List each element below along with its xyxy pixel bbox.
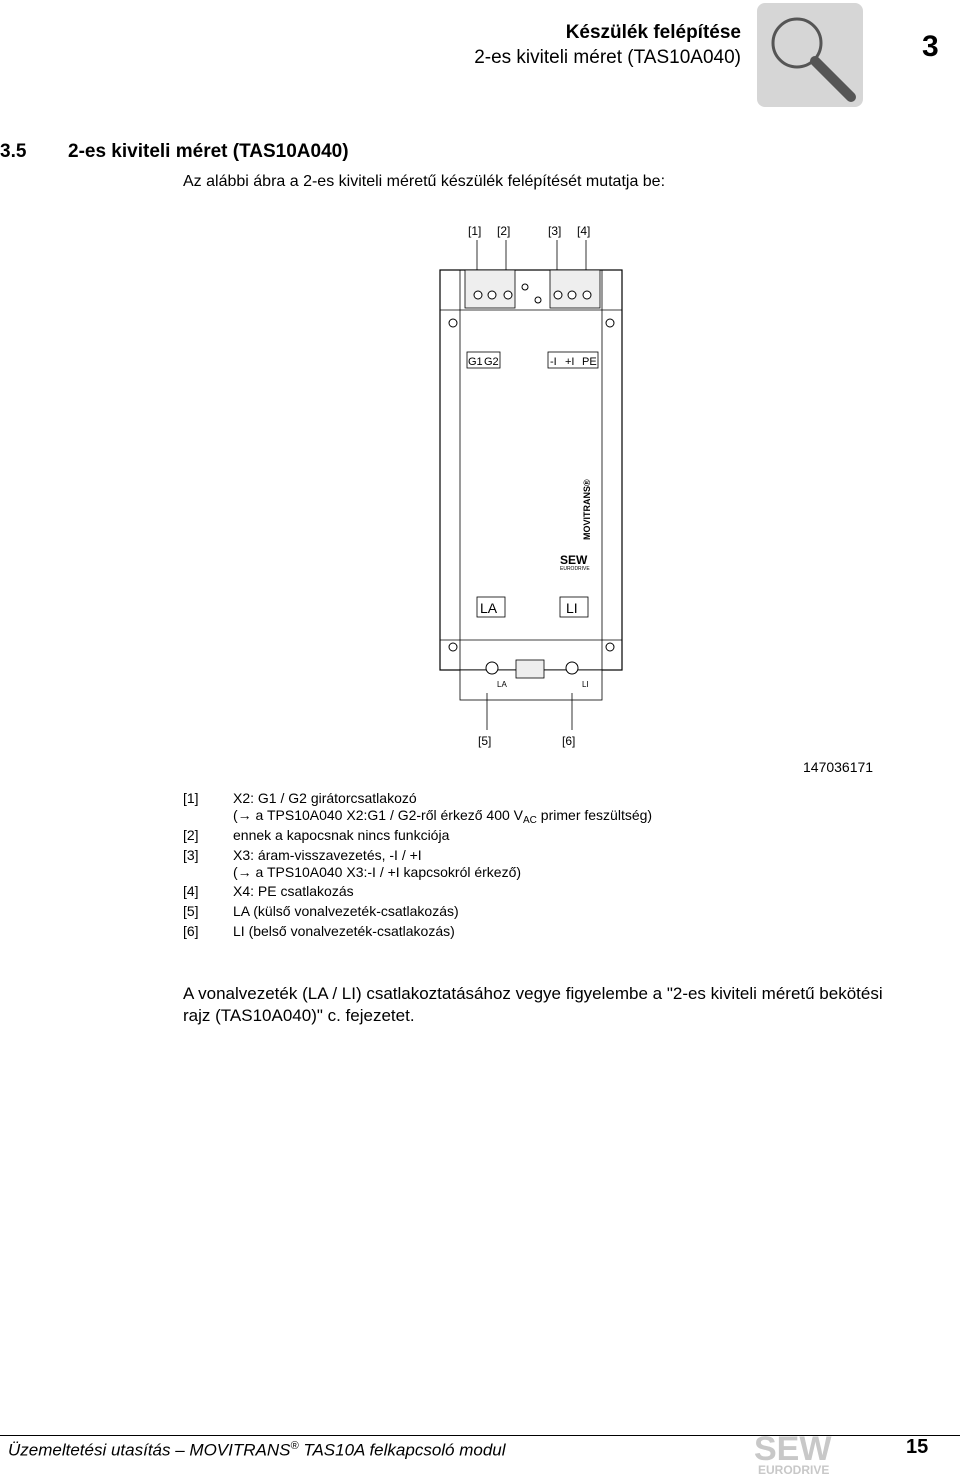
footer-text: Üzemeltetési utasítás – MOVITRANS® TAS10…: [8, 1440, 506, 1460]
legend-key: [1]: [183, 790, 199, 806]
brand-logo-sub: EURODRIVE: [560, 566, 590, 572]
section-title: 2-es kiviteli méret (TAS10A040): [68, 141, 349, 162]
legend-text: X3: áram-visszavezetés, -I / +I: [233, 847, 422, 863]
legend-text-line2: (→ a TPS10A040 X3:-I / +I kapcsokról érk…: [233, 864, 522, 880]
legend-item-1: [1] X2: G1 / G2 girátorcsatlakozó (→ a T…: [0, 790, 960, 826]
legend-text: X4: PE csatlakozás: [233, 883, 354, 899]
magnifier-icon: [757, 3, 863, 107]
footer-logo-sub: EURODRIVE: [758, 1463, 829, 1477]
connection-note: A vonalvezeték (LA / LI) csatlakoztatásá…: [183, 984, 883, 1025]
legend-key: [5]: [183, 903, 199, 919]
terminal-label-g2: G2: [484, 356, 499, 368]
callout-5: [5]: [478, 734, 491, 748]
legend-item-3: [3] X3: áram-visszavezetés, -I / +I (→ a…: [0, 847, 960, 881]
legend-text-line2: (→ a TPS10A040 X2:G1 / G2-ről érkező 400…: [233, 807, 653, 826]
device-diagram: [1] [2] [3] [4] G1 G2 -I +I: [430, 215, 650, 760]
legend-key: [6]: [183, 923, 199, 939]
header-subtitle: 2-es kiviteli méret (TAS10A040): [474, 47, 741, 68]
legend-text: ennek a kapocsnak nincs funkciója: [233, 827, 450, 843]
legend-key: [3]: [183, 847, 199, 863]
section-number: 3.5: [0, 141, 27, 162]
brand-vertical-text: MOVITRANS®: [582, 479, 592, 540]
bottom-label-li: LI: [582, 680, 589, 689]
footer-divider: [0, 1435, 960, 1436]
intro-text: Az alábbi ábra a 2-es kiviteli méretű ké…: [183, 173, 666, 190]
chapter-number: 3: [922, 30, 939, 63]
legend-item-2: [2] ennek a kapocsnak nincs funkciója: [0, 827, 960, 844]
footer-logo-text: SEW: [754, 1430, 832, 1468]
box-label-la: LA: [480, 600, 498, 616]
image-id: 147036171: [803, 759, 874, 775]
legend-item-6: [6] LI (belső vonalvezeték-csatlakozás): [0, 923, 960, 940]
legend-text: X2: G1 / G2 girátorcsatlakozó: [233, 790, 417, 806]
terminal-label-g1: G1: [468, 356, 483, 368]
sew-eurodrive-logo: SEW EURODRIVE: [752, 1428, 862, 1478]
terminal-label-pe: PE: [582, 356, 597, 368]
brand-logo: SEW: [560, 553, 588, 567]
box-label-li: LI: [566, 600, 578, 616]
callout-6: [6]: [562, 734, 575, 748]
callout-3: [3]: [548, 224, 561, 238]
legend-text: LI (belső vonalvezeték-csatlakozás): [233, 923, 455, 939]
legend-item-4: [4] X4: PE csatlakozás: [0, 883, 960, 900]
bottom-label-la: LA: [497, 680, 507, 689]
page-number: 15: [906, 1436, 929, 1458]
legend-item-5: [5] LA (külső vonalvezeték-csatlakozás): [0, 903, 960, 920]
terminal-label-plus-i: +I: [565, 356, 574, 368]
callout-1: [1]: [468, 224, 481, 238]
legend-key: [2]: [183, 827, 199, 843]
callout-2: [2]: [497, 224, 510, 238]
legend-key: [4]: [183, 883, 199, 899]
terminal-label-minus-i: -I: [550, 356, 557, 368]
legend-text: LA (külső vonalvezeték-csatlakozás): [233, 903, 459, 919]
callout-4: [4]: [577, 224, 590, 238]
header-title: Készülék felépítése: [565, 22, 741, 43]
